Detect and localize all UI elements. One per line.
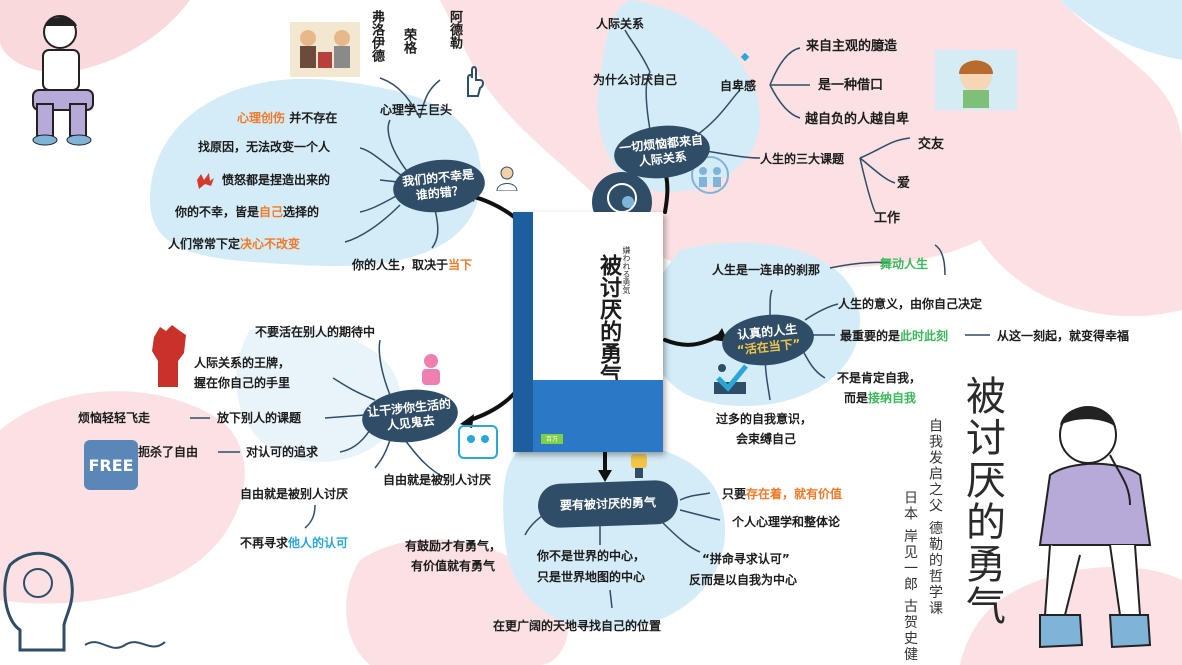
people-icon — [691, 156, 729, 194]
anger-item: 愤怒都是捏造出来的 — [222, 173, 331, 187]
subjective-item: 来自主观的臆造 — [806, 39, 898, 54]
name-jung: 荣格 — [401, 28, 416, 54]
self-line2: 会束缚自己 — [736, 432, 797, 446]
rel-item: 人际关系 — [596, 17, 645, 31]
trauma-highlight: 心理创伤 — [237, 111, 286, 125]
subtitle: 自我发启之父 德勒的哲学课 — [927, 418, 943, 617]
freedom-kill-item: 扼杀了自由 — [138, 445, 199, 459]
sad-person-illustration — [32, 15, 94, 146]
most-item: 最重要的是此时此刻 — [840, 330, 948, 342]
trauma-rest: 并不存在 — [285, 111, 338, 125]
decide-highlight-2: 不改变 — [264, 237, 301, 251]
most-highlight: 此时此刻 — [900, 329, 949, 343]
inferiority-item: 自卑感 — [720, 79, 757, 93]
free-icon-label: FREE — [88, 455, 134, 475]
decide-pre: 人们常常下定 — [168, 237, 241, 251]
seek-highlight: 他人的认可 — [288, 536, 349, 550]
decide-item: 人们常常下定决心不改变 — [168, 238, 300, 250]
book-title-cn: 被讨厌的勇气 — [596, 254, 623, 386]
seek-item: 不再寻求他人的认可 — [240, 537, 348, 549]
unhappy-post: 选择的 — [283, 205, 320, 219]
praise-line2: 有价值就有勇气 — [411, 559, 496, 573]
trio-label: 心理学三巨头 — [380, 103, 453, 117]
meaning-item: 人生的意义，由你自己决定 — [838, 297, 983, 311]
unhappy-pre: 你的不幸，皆是 — [175, 205, 260, 219]
worry-item: 烦恼轻轻飞走 — [78, 411, 151, 425]
decide-highlight-1: 决心 — [240, 237, 265, 251]
free-hated-right: 自由就是被别人讨厌 — [383, 473, 492, 487]
angry-icon — [197, 173, 214, 189]
group-chat-icon — [458, 425, 498, 459]
seek-approval-line1: “拼命寻求认可” — [702, 552, 790, 566]
name-adler: 阿德勒 — [447, 10, 462, 49]
why-item: 为什么讨厌自己 — [593, 73, 678, 87]
raised-fist-icon — [631, 454, 647, 478]
brain-head-icon — [3, 551, 74, 652]
name-freud: 弗洛伊德 — [369, 10, 384, 62]
exist-pre: 只要 — [722, 487, 747, 501]
love-item: 爱 — [897, 176, 911, 191]
cause-item: 找原因，无法改变一个人 — [198, 140, 331, 154]
proud-item: 越自负的人越自卑 — [805, 112, 910, 127]
dance-item: 舞动人生 — [880, 257, 929, 271]
trump-line1: 人际关系的王牌， — [194, 356, 291, 370]
book-badge: 百万 — [541, 434, 563, 444]
authors: 日本 岸见一郎 古贺史健 — [902, 490, 918, 663]
free-icon: FREE — [84, 440, 138, 490]
self-line1: 过多的自我意识， — [716, 412, 813, 426]
hub-courage: 要有被讨厌的勇气 — [537, 479, 679, 529]
task-item: 放下别人的课题 — [217, 411, 302, 425]
accept-pre: 而是 — [844, 391, 869, 405]
main-title: 被讨厌的勇气 — [959, 375, 1005, 627]
life-pre: 你的人生，取决于 — [352, 258, 449, 272]
trump-line2: 握在你自己的手里 — [194, 376, 291, 390]
exist-item: 只要存在着，就有价值 — [722, 488, 842, 500]
book-spine — [513, 212, 533, 452]
change-item: 从这一刻起，就变得幸福 — [997, 329, 1130, 343]
exist-highlight: 存在着，就有价值 — [746, 487, 843, 501]
unhappy-item: 你的不幸，皆是自己选择的 — [175, 206, 319, 218]
diamond-icon — [740, 52, 750, 62]
accept-line2: 而是接纳自我 — [844, 392, 916, 404]
free-hated-left: 自由就是被别人讨厌 — [240, 487, 349, 501]
approval-item: 对认可的追求 — [246, 445, 319, 459]
place-item: 在更广阔的天地寻找自己的位置 — [493, 619, 662, 633]
trauma-item: 心理创伤 并不存在 — [237, 112, 337, 124]
work-item: 工作 — [874, 211, 901, 226]
raised-hand-icon — [467, 66, 484, 97]
most-pre: 最重要的是 — [840, 329, 901, 343]
excuse-item: 是一种借口 — [818, 78, 884, 93]
person-icon — [422, 354, 440, 385]
individual-item: 个人心理学和整体论 — [732, 515, 841, 529]
book-title-jp: 嫌われる勇気 — [622, 246, 631, 294]
thinking-person-illustration — [1038, 406, 1152, 649]
chain-item: 人生是一连串的刹那 — [712, 263, 821, 277]
book-cover: 嫌われる勇気 被讨厌的勇气 百万 — [513, 212, 663, 452]
fist-icon — [152, 325, 186, 387]
life-item: 你的人生，取决于当下 — [352, 259, 472, 271]
accept-highlight: 接纳自我 — [868, 391, 917, 405]
praise-line1: 有鼓励才有勇气， — [405, 539, 502, 553]
unhappy-highlight: 自己 — [259, 205, 284, 219]
checkmark-icon — [714, 364, 748, 394]
seek-approval-line2: 反而是以自我为中心 — [689, 573, 798, 587]
psychologists-image — [290, 22, 360, 77]
seek-pre: 不再寻求 — [240, 536, 289, 550]
tasks-item: 人生的三大课题 — [760, 152, 845, 166]
friend-item: 交友 — [918, 137, 945, 152]
life-highlight: 当下 — [448, 258, 473, 272]
sad-girl-image — [935, 50, 1017, 110]
center-line2: 只是世界地图的中心 — [537, 570, 646, 584]
center-line1: 你不是世界的中心， — [537, 549, 646, 563]
accept-line1: 不是肯定自我， — [837, 371, 922, 385]
squiggle-decoration — [84, 641, 166, 649]
doctor-icon — [496, 166, 518, 191]
expect-item: 不要活在别人的期待中 — [255, 325, 376, 339]
